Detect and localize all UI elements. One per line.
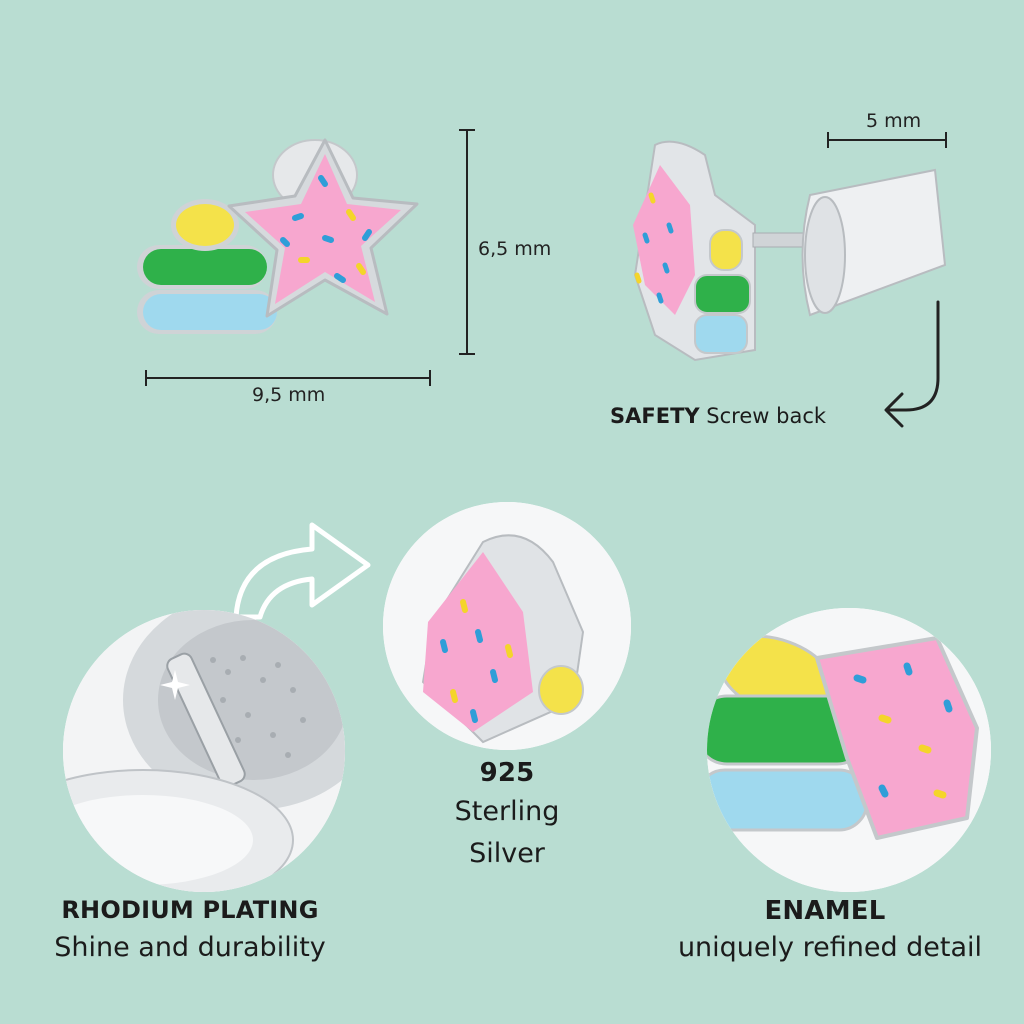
silver-detail-image	[383, 502, 631, 750]
width-label: 9,5 mm	[252, 384, 326, 406]
safety-caption: SAFETY Screw back	[610, 404, 826, 428]
earring-side-view	[633, 140, 947, 362]
height-label: 6,5 mm	[478, 238, 552, 260]
rhodium-title: RHODIUM PLATING	[61, 896, 319, 924]
sparkle-icon	[160, 670, 190, 700]
curved-arrow-icon	[884, 300, 940, 428]
silver-line2: Sterling	[454, 796, 560, 827]
enamel-subtitle: uniquely refined detail	[677, 932, 983, 963]
silver-closeup	[383, 502, 631, 750]
rhodium-subtitle: Shine and durability	[54, 932, 326, 963]
rhodium-detail-image	[63, 610, 345, 892]
enamel-detail-image	[707, 608, 991, 892]
safety-bold: SAFETY	[610, 404, 700, 428]
earring-front-view	[137, 138, 419, 334]
white-arrow-icon	[233, 522, 371, 620]
width-dimension-line	[145, 370, 431, 386]
silver-line3: Silver	[469, 838, 545, 869]
back-dimension-line	[827, 132, 947, 148]
height-dimension-line	[459, 129, 475, 355]
back-size-label: 5 mm	[866, 110, 922, 132]
silver-line1: 925	[479, 758, 535, 788]
safety-text: Screw back	[706, 404, 827, 428]
rhodium-closeup	[63, 610, 345, 892]
enamel-closeup	[707, 608, 991, 892]
enamel-title: ENAMEL	[764, 896, 886, 926]
